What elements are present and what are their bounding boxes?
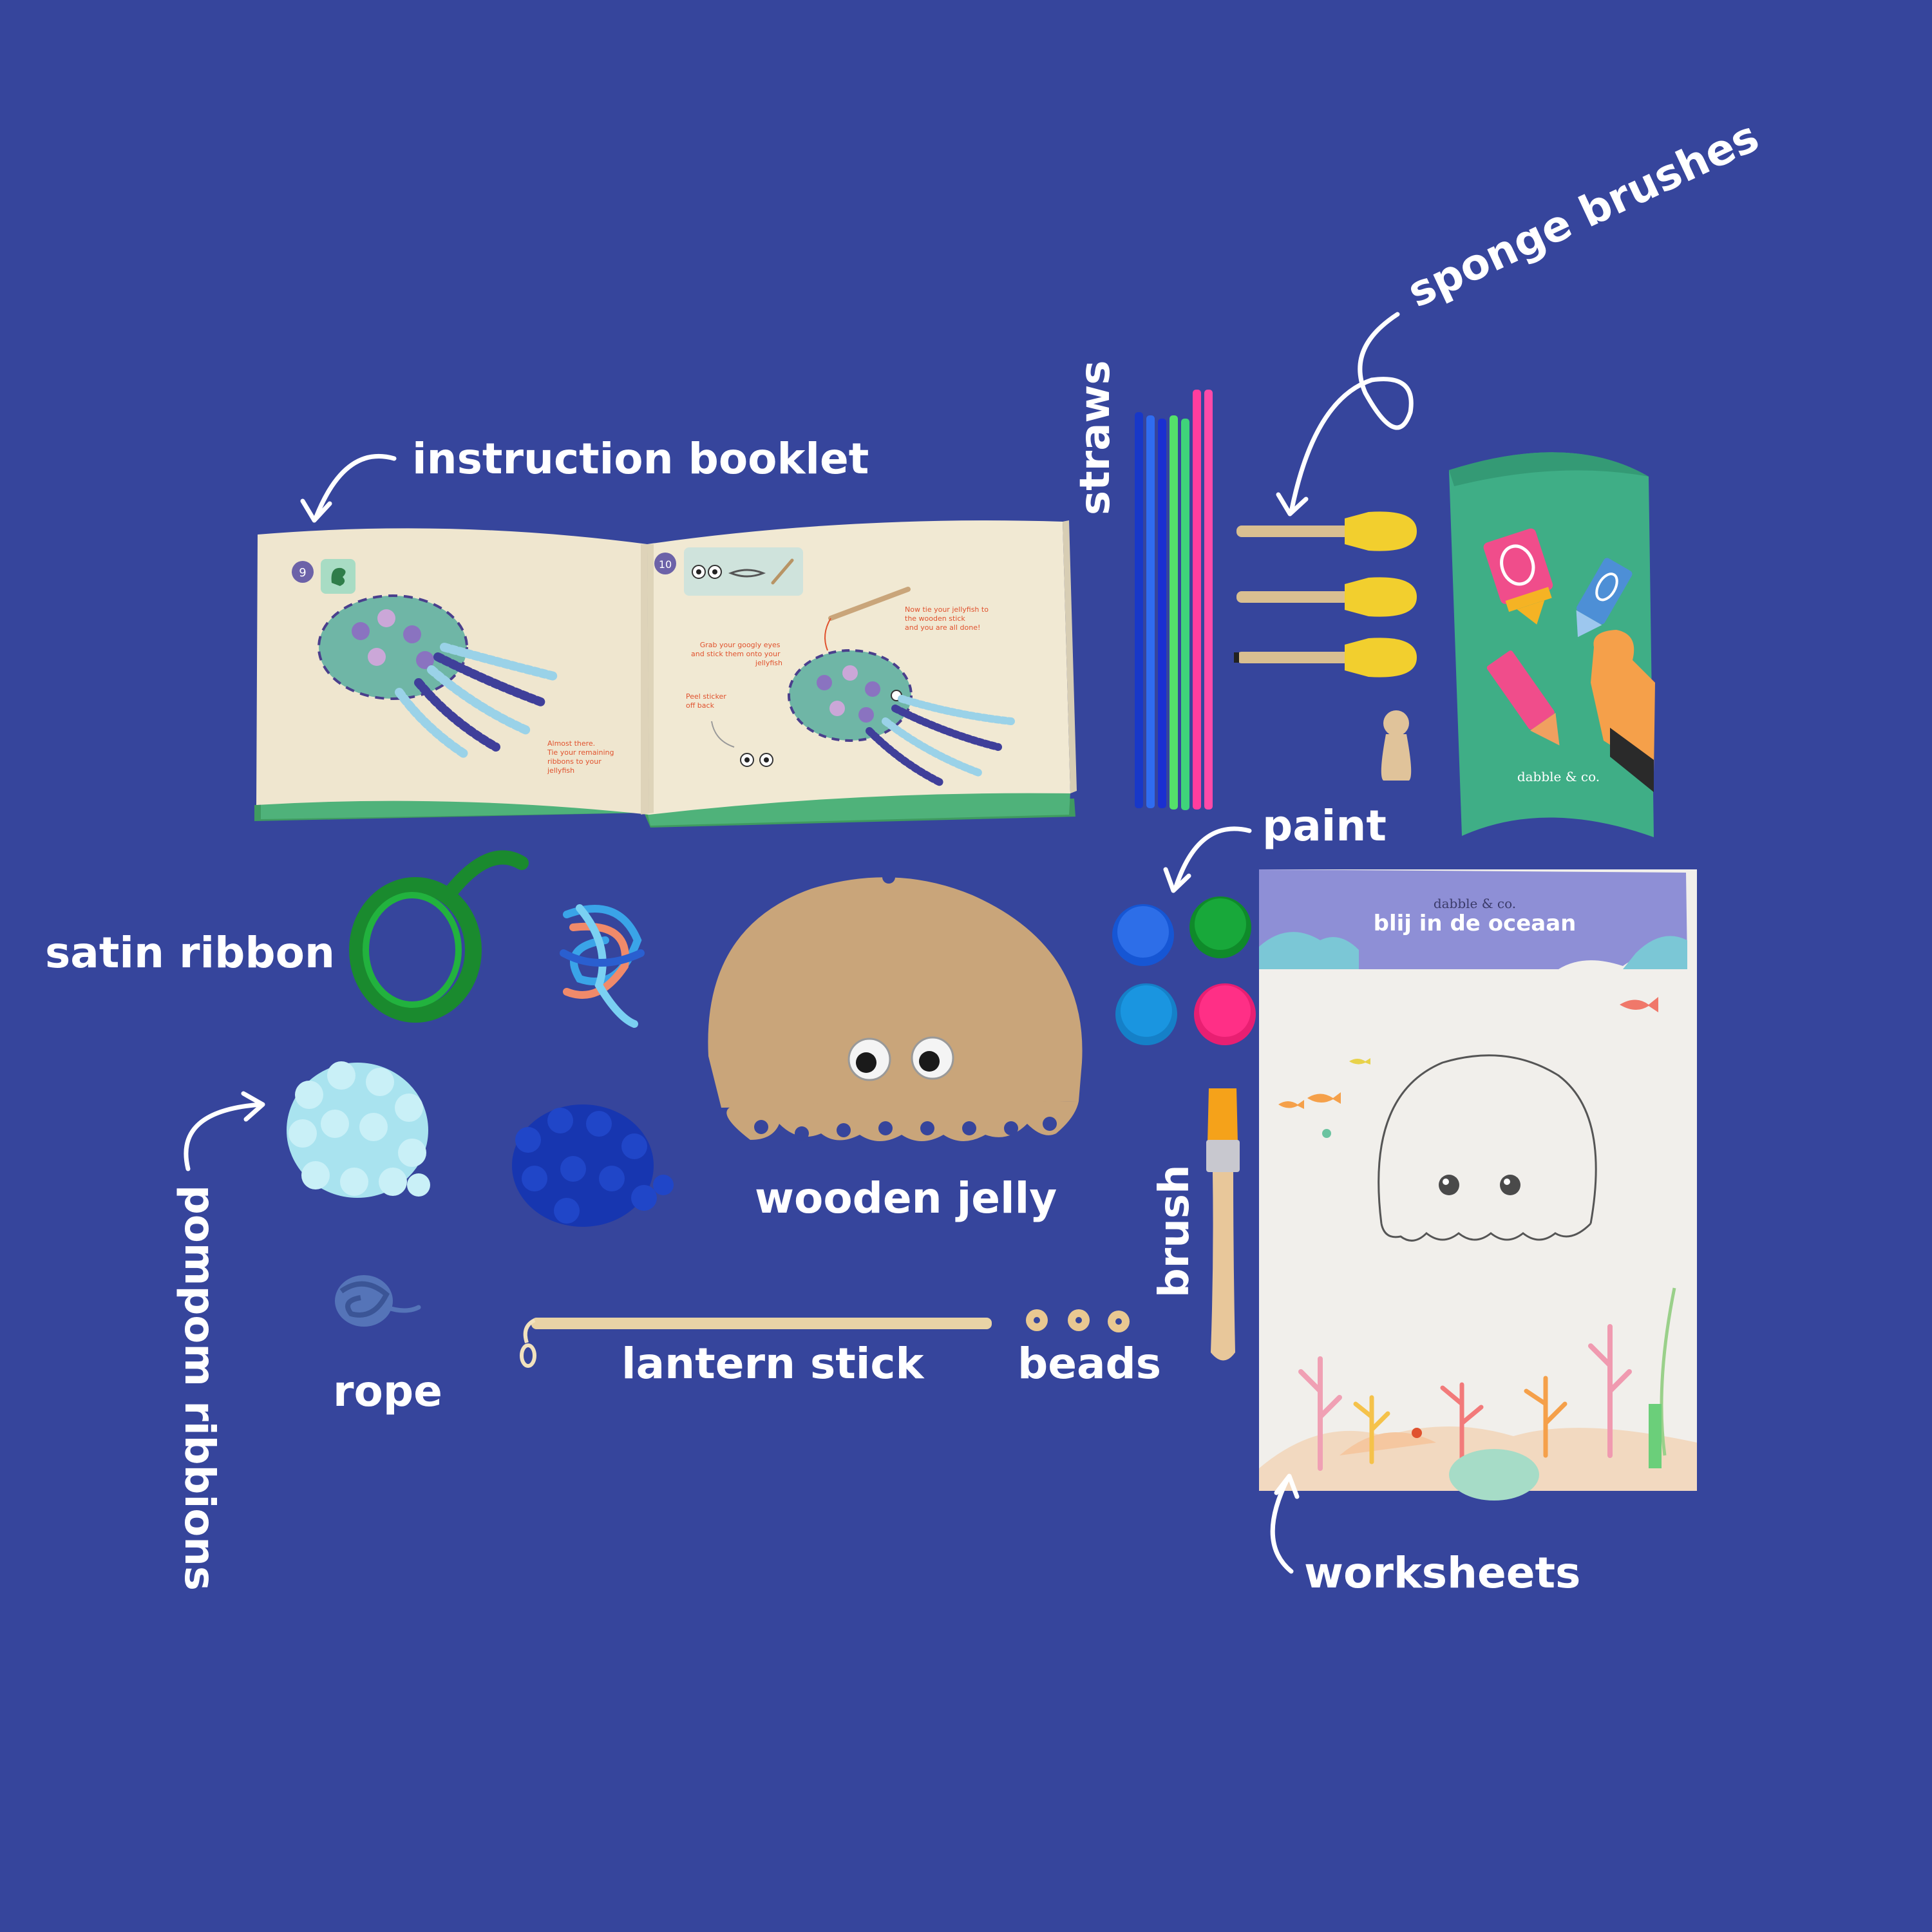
pompom-ribbon-dark <box>512 1104 674 1227</box>
label-straws: straws <box>1072 360 1119 515</box>
worksheet-title: blij in de oceaan <box>1374 911 1577 936</box>
pompom-ribbon-light <box>287 1061 430 1198</box>
cord-bundle <box>560 904 645 1028</box>
rope <box>335 1275 421 1327</box>
straws <box>1135 390 1213 810</box>
wooden-peg <box>1381 710 1412 781</box>
worksheet-brand: dabble & co. <box>1434 896 1516 911</box>
arrow-instruction-booklet <box>300 454 397 523</box>
worksheet: dabble & co. blij in de oceaan <box>1259 869 1697 1501</box>
label-instruction-booklet: instruction booklet <box>412 434 869 484</box>
box-brand: dabble & co. <box>1517 769 1600 784</box>
label-satin-ribbon: satin ribbon <box>45 928 335 978</box>
booklet-note-right-mid: Grab your googly eyes and stick them ont… <box>691 641 782 667</box>
wooden-jelly <box>708 871 1083 1141</box>
arrow-worksheets <box>1270 1473 1300 1574</box>
paint-brush <box>1206 1088 1240 1361</box>
booklet-page-number-left: 9 <box>299 566 306 580</box>
booklet-jellyfish-left <box>317 594 558 758</box>
booklet-page-number-right: 10 <box>659 558 672 571</box>
label-worksheets: worksheets <box>1304 1548 1580 1598</box>
label-lantern-stick: lantern stick <box>621 1339 925 1388</box>
label-rope: rope <box>333 1367 442 1416</box>
pillow-box: dabble & co. <box>1449 452 1655 837</box>
sponge-brushes <box>1234 511 1417 677</box>
beads <box>1026 1309 1130 1332</box>
arrow-sponge-brushes <box>1276 312 1414 516</box>
booklet-jellyfish-right <box>788 649 1015 786</box>
booklet-note-right-low: Peel sticker off back <box>686 692 728 710</box>
arrow-paint <box>1163 826 1252 893</box>
instruction-booklet: 9 Almost there. Tie your remaining ribbo… <box>254 520 1077 828</box>
label-beads: beads <box>1018 1339 1161 1388</box>
label-wooden-jelly: wooden jelly <box>755 1173 1057 1223</box>
label-pompom-ribbons: pompom ribbions <box>175 1185 223 1591</box>
label-brush: brush <box>1151 1164 1198 1298</box>
booklet-note-left: Almost there. Tie your remaining ribbons… <box>547 739 616 775</box>
paint-pots <box>1112 896 1256 1045</box>
booklet-note-right-top: Now tie your jellyfish to the wooden sti… <box>905 605 990 632</box>
lantern-stick <box>520 1318 992 1368</box>
arrow-pompom-ribbons <box>184 1091 265 1171</box>
label-paint: paint <box>1262 801 1387 851</box>
satin-ribbon <box>349 850 529 1023</box>
